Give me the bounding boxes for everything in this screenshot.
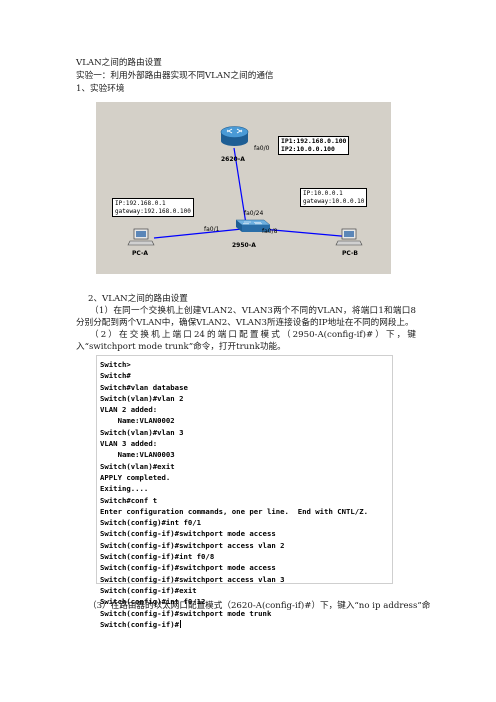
terminal-line: Switch(vlan)#vlan 3 [100, 427, 184, 437]
pca-ip: IP:192.168.0.1 [115, 200, 166, 207]
terminal-line: Switch# [100, 371, 131, 381]
experiment-heading: 实验一：利用外部路由器实现不同VLAN之间的通信 [76, 71, 274, 81]
terminal-line: Switch(config-if)# [100, 619, 182, 629]
pc-b-name-label: PC-B [342, 250, 359, 257]
pc-a-icon [127, 228, 155, 246]
pc-a-name-label: PC-A [132, 250, 149, 257]
document-title: VLAN之间的路由设置 [76, 58, 162, 68]
router-ip1: IP1:192.168.0.100 [281, 137, 347, 145]
terminal-line: Switch(config-if)#switchport mode trunk [100, 608, 272, 618]
router-icon [220, 126, 249, 146]
link-pca-switch [153, 228, 243, 239]
pc-b-icon [335, 228, 363, 246]
terminal-line: Switch(config-if)#int f0/8 [100, 552, 215, 562]
link-router-switch [233, 147, 247, 225]
pcb-gateway: gateway:10.0.0.10 [303, 197, 365, 205]
terminal-line: Switch(config-if)#exit [100, 585, 197, 595]
pcb-ip: IP:10.0.0.1 [303, 190, 343, 197]
switch-right-port-label: fa0/8 [262, 228, 278, 235]
terminal-line: Switch> [100, 360, 131, 369]
switch-left-port-label: fa0/1 [204, 226, 220, 233]
pcb-config-box: IP:10.0.0.1 gateway:10.0.0.10 [300, 188, 368, 207]
terminal-line: Switch(vlan)#vlan 2 [100, 393, 184, 403]
terminal-line: VLAN 2 added: [100, 405, 158, 415]
network-diagram-svg [127, 126, 363, 246]
terminal-line: Switch(config-if)#switchport mode access [100, 563, 276, 573]
terminal-line: Enter configuration commands, one per li… [100, 506, 368, 516]
terminal-line: Name:VLAN0002 [100, 416, 175, 426]
switch-uplink-port-label: fa0/24 [244, 210, 264, 217]
terminal-line: Switch(config-if)#switchport mode access [100, 529, 276, 539]
terminal-line: Switch(config-if)#switchport access vlan… [100, 540, 285, 550]
pca-gateway: gateway:192.168.0.100 [115, 207, 191, 215]
step2-paragraph: （2）在交换机上端口24的端口配置模式（2950-A(config-if)#）下… [76, 330, 416, 352]
terminal-line: VLAN 3 added: [100, 439, 158, 449]
terminal-line: Switch(vlan)#exit [100, 461, 175, 471]
network-diagram: 2620-A fa0/0 IP1:192.168.0.100 IP2:10.0.… [96, 102, 391, 274]
pca-config-box: IP:192.168.0.1 gateway:192.168.0.100 [112, 198, 194, 217]
environment-heading: 1、实验环境 [76, 84, 125, 94]
switch-icon [235, 219, 271, 232]
step1-paragraph: （1）在同一个交换机上创建VLAN2、VLAN3两个不同的VLAN，将端口1和端… [76, 306, 416, 328]
terminal-line: Switch#conf t [100, 495, 158, 505]
terminal-line: APPLY completed. [100, 472, 171, 482]
router-ip-box: IP1:192.168.0.100 IP2:10.0.0.100 [278, 136, 350, 155]
switch-name-label: 2950-A [232, 242, 256, 249]
router-port-label: fa0/0 [254, 145, 270, 152]
terminal-line: Switch(config-if)#switchport access vlan… [100, 574, 285, 584]
terminal-line: Switch(config)#int f0/1 [100, 518, 202, 528]
router-ip2: IP2:10.0.0.100 [281, 144, 335, 153]
text-cursor [180, 619, 182, 628]
router-name-label: 2620-A [221, 156, 245, 163]
terminal-line: Name:VLAN0003 [100, 450, 175, 460]
terminal-line: Exiting.... [100, 484, 149, 494]
terminal-line: Switch(config)#int f0/12 [100, 597, 206, 607]
terminal-line: Switch#vlan database [100, 382, 188, 392]
section2-heading: 2、VLAN之间的路由设置 [88, 294, 188, 304]
step3-paragraph: （3）在路由器的以太网口配置模式（2620-A(config-if)#）下，键入… [88, 601, 431, 611]
link-switch-pcb [261, 228, 353, 238]
